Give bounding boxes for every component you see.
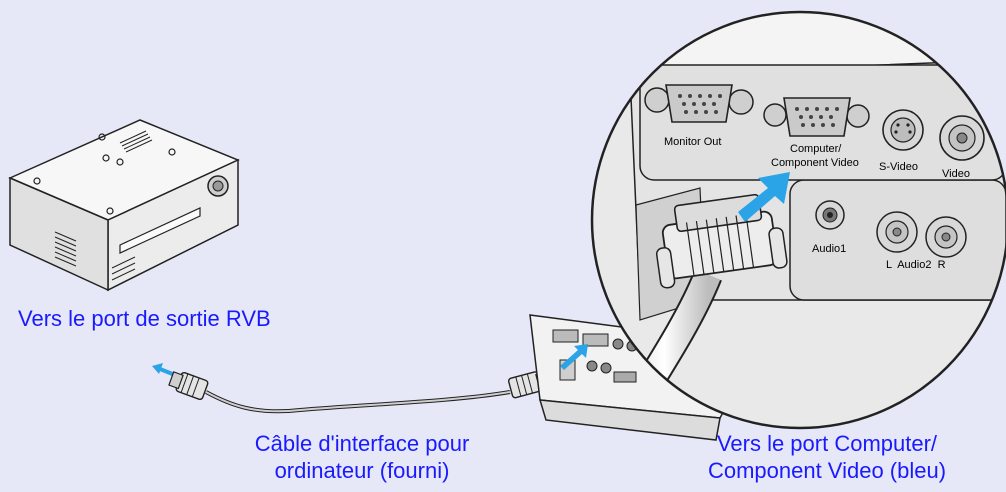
vga-cable [168, 371, 550, 414]
caption-cable-line2: ordinateur (fourni) [274, 458, 450, 483]
label-audio2: L Audio2 R [886, 259, 946, 271]
computer-device [8, 119, 240, 292]
label-audio1: Audio1 [812, 243, 846, 255]
arrow-icon [560, 344, 588, 370]
caption-computer-port: Vers le port Computer/ Component Video (… [662, 430, 992, 484]
label-computer-line1: Computer/ [790, 143, 842, 155]
label-video: Video [942, 168, 970, 180]
caption-rgb-output-port: Vers le port de sortie RVB [18, 306, 271, 331]
arrow-icon [152, 363, 176, 377]
label-computer-line2: Component Video [771, 157, 859, 169]
label-s-video: S-Video [879, 161, 918, 173]
port-panel-zoom: Monitor Out Computer/ Component Video S-… [590, 10, 1006, 430]
caption-port-line1: Vers le port Computer/ [716, 431, 938, 456]
caption-port-line2: Component Video (bleu) [707, 458, 947, 483]
label-monitor-out: Monitor Out [664, 136, 721, 148]
caption-cable-line1: Câble d'interface pour [254, 431, 470, 456]
caption-interface-cable: Câble d'interface pour ordinateur (fourn… [212, 430, 512, 484]
